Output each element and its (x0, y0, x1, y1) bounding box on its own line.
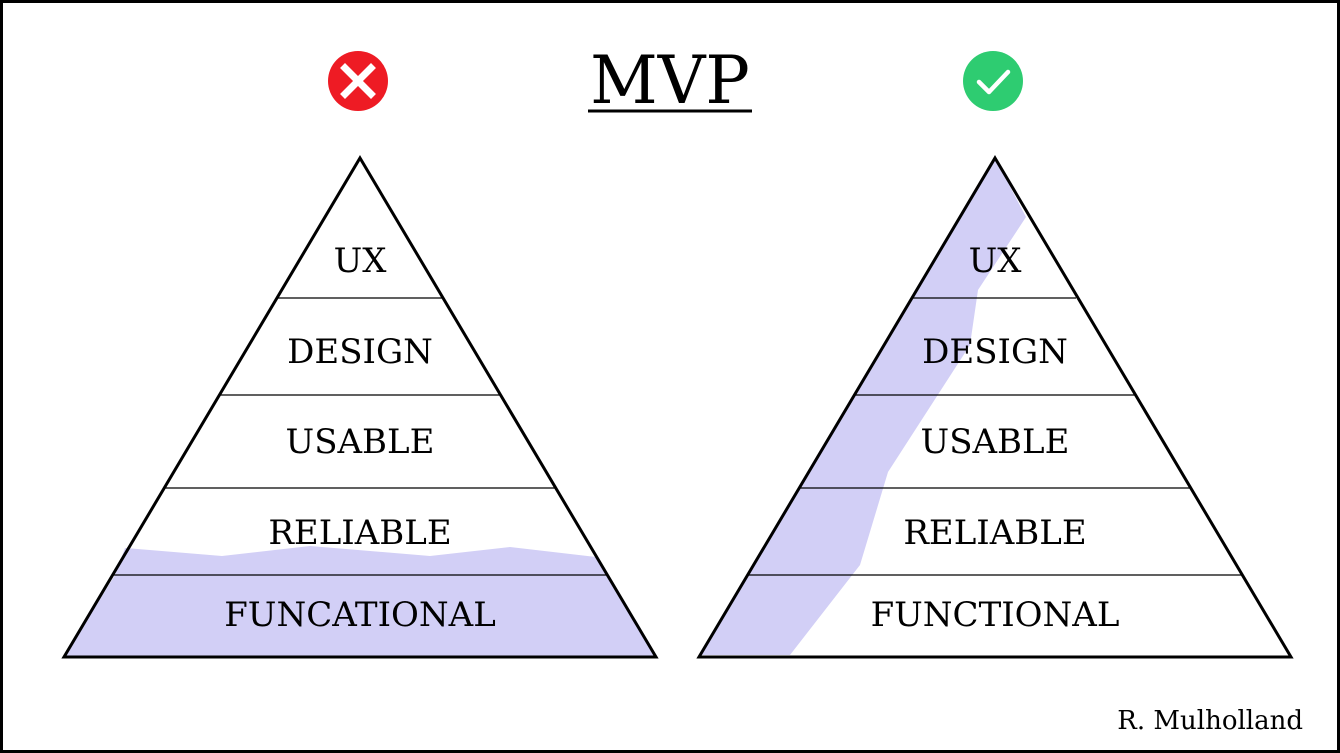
pyramid-fill-horizontal (115, 546, 606, 575)
x-circle-icon (328, 51, 388, 111)
layer-label-ux: UX (334, 241, 388, 281)
pyramid-wrong: UX DESIGN USABLE RELIABLE FUNCATIONAL (61, 155, 659, 659)
layer-label-design: DESIGN (287, 332, 433, 372)
diagram-title: MVP (590, 42, 750, 119)
pyramid-outline (61, 155, 659, 659)
pyramid-outline (696, 155, 1294, 659)
layer-label-reliable: RELIABLE (903, 513, 1086, 553)
layer-label-reliable: RELIABLE (268, 513, 451, 553)
pyramid-right: UX DESIGN USABLE RELIABLE FUNCTIONAL (696, 155, 1294, 659)
layer-label-design: DESIGN (922, 332, 1068, 372)
pyramid-fill-vertical-slice (700, 158, 1026, 655)
author-credit: R. Mulholland (1117, 706, 1303, 736)
pyramid-fill-base-layer (64, 575, 656, 657)
layer-label-functional: FUNCATIONAL (224, 595, 496, 635)
layer-label-usable: USABLE (286, 422, 435, 462)
layer-label-functional: FUNCTIONAL (871, 595, 1120, 635)
check-circle-icon (963, 51, 1023, 111)
layer-label-ux: UX (969, 241, 1023, 281)
layer-label-usable: USABLE (921, 422, 1070, 462)
